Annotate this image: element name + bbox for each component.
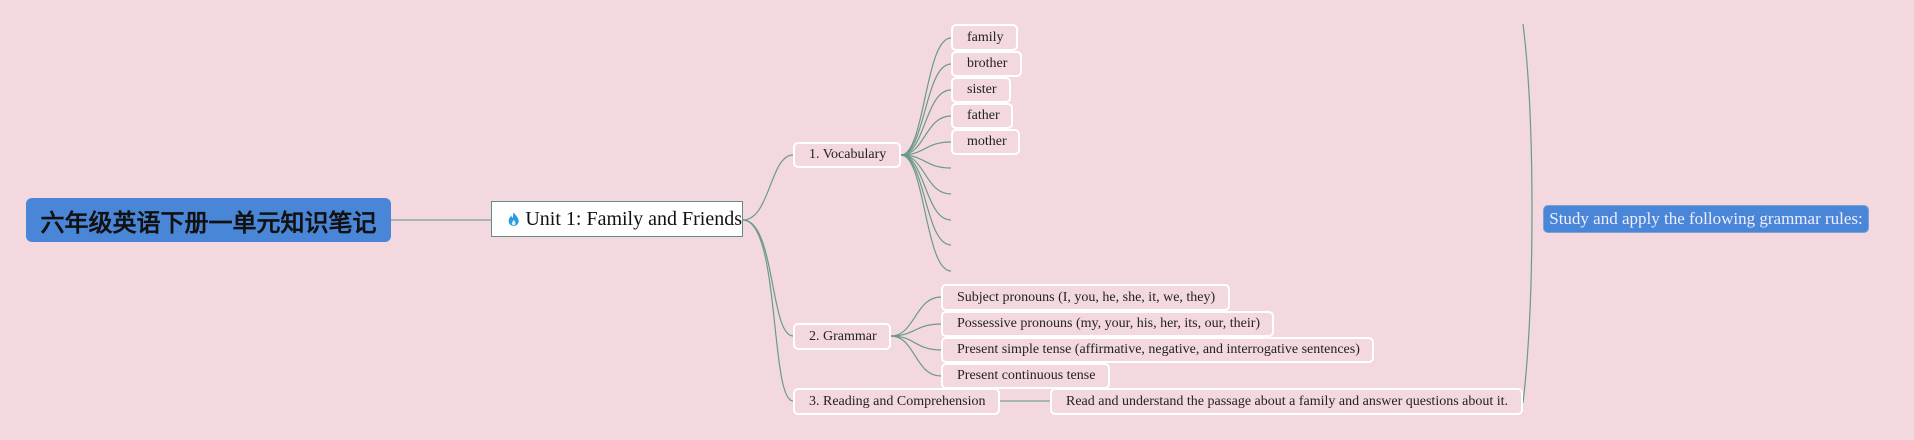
reading-label: 3. Reading and Comprehension [809, 393, 986, 409]
link-vocab-empty-4 [900, 154, 952, 246]
vocabulary-label: 1. Vocabulary [809, 147, 887, 162]
reading-item-label: Read and understand the passage about a … [1066, 393, 1509, 409]
reading-item[interactable]: Read and understand the passage about a … [1050, 388, 1523, 415]
link-vocab-empty-2 [900, 154, 952, 195]
root-title: 六年级英语下册一单元知识笔记 [40, 208, 377, 237]
vocab-word-label: sister [967, 82, 997, 97]
link-unit-vocabulary [742, 154, 794, 221]
link-unit-grammar [742, 219, 794, 337]
reading-node[interactable]: 3. Reading and Comprehension [793, 388, 1000, 415]
unit-node[interactable]: Unit 1: Family and Friends [491, 201, 743, 237]
link-vocab-brother [900, 63, 952, 156]
grammar-item-label: Possessive pronouns (my, your, his, her,… [957, 316, 1261, 331]
vocab-word-label: mother [967, 134, 1007, 149]
vocab-word-label: brother [967, 56, 1008, 71]
grammar-label: 2. Grammar [809, 328, 877, 344]
grammar-item-label: Present simple tense (affirmative, negat… [957, 342, 1360, 357]
vocab-word-mother[interactable]: mother [951, 129, 1020, 155]
vocab-word-sister[interactable]: sister [951, 77, 1011, 103]
link-grammar-1 [890, 296, 942, 337]
link-grammar-4 [890, 335, 942, 377]
vocab-word-label: family [967, 29, 1004, 45]
grammar-item-label: Subject pronouns (I, you, he, she, it, w… [957, 289, 1216, 305]
link-vocab-empty-3 [900, 154, 952, 221]
link-unit-reading [742, 219, 794, 402]
grammar-item[interactable]: Present simple tense (affirmative, negat… [941, 337, 1374, 363]
link-grammar-2 [890, 323, 942, 337]
grammar-item[interactable]: Possessive pronouns (my, your, his, her,… [941, 311, 1274, 337]
fire-icon [508, 212, 519, 226]
summary-node[interactable]: Study and apply the following grammar ru… [1543, 205, 1869, 233]
link-vocab-family [900, 37, 952, 156]
link-vocab-mother [900, 141, 952, 156]
grammar-item[interactable]: Subject pronouns (I, you, he, she, it, w… [941, 284, 1230, 311]
vocab-word-label: father [967, 108, 1000, 123]
grammar-item[interactable]: Present continuous tense [941, 363, 1110, 389]
vocab-word-father[interactable]: father [951, 103, 1013, 129]
vocab-word-family[interactable]: family [951, 24, 1018, 51]
summary-bracket [1522, 23, 1533, 404]
root-node[interactable]: 六年级英语下册一单元知识笔记 [26, 198, 391, 242]
link-vocab-sister [900, 89, 952, 156]
unit-title: Unit 1: Family and Friends [525, 207, 742, 230]
link-vocab-father [900, 115, 952, 156]
grammar-node[interactable]: 2. Grammar [793, 323, 891, 350]
grammar-item-label: Present continuous tense [957, 368, 1096, 383]
link-vocab-empty-5 [900, 154, 952, 272]
summary-label: Study and apply the following grammar ru… [1549, 209, 1863, 228]
vocab-word-brother[interactable]: brother [951, 51, 1022, 77]
vocabulary-node[interactable]: 1. Vocabulary [793, 142, 901, 168]
